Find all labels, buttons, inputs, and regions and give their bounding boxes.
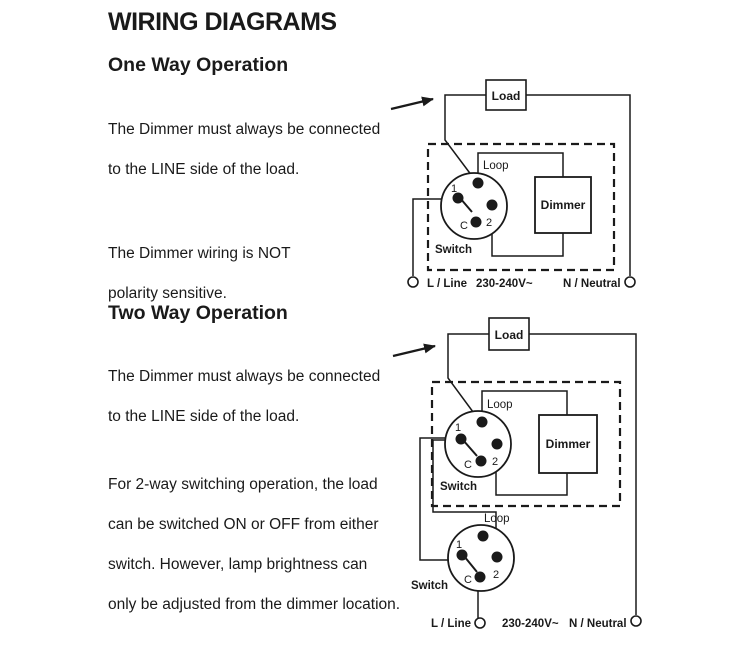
- one-way-switch-housing: [440, 172, 508, 240]
- two-way-arrow: [392, 343, 436, 358]
- one-way-diagram: [390, 79, 636, 288]
- one-way-terminal-2: [486, 199, 498, 211]
- switching-note-line-3: switch. However, lamp brightness can: [108, 556, 368, 573]
- two-way-note: The Dimmer must always be connected to t…: [108, 347, 380, 447]
- one-way-load-label: Load: [492, 89, 521, 103]
- two-way-dimmer-box: [538, 414, 598, 474]
- one-way-voltage-label: 230-240V~: [476, 278, 533, 290]
- one-way-line-label: L / Line: [427, 278, 467, 290]
- switching-note-line-2: can be switched ON or OFF from either: [108, 516, 379, 533]
- two-way-terminal-c-label: C: [464, 459, 472, 471]
- polarity-note-line-2: polarity sensitive.: [108, 285, 227, 302]
- switching-note-line-1: For 2-way switching operation, the load: [108, 476, 378, 493]
- two-way-switch-label-2: Switch: [411, 580, 448, 592]
- two-way-second-switch-housing: [447, 524, 515, 592]
- two-way-dimmer-switch-housing: [444, 410, 512, 478]
- two-way-terminal-2: [491, 438, 503, 450]
- two-way-load-label: Load: [495, 328, 524, 342]
- one-way-dimmer-label: Dimmer: [541, 198, 586, 212]
- polarity-note: The Dimmer wiring is NOT polarity sensit…: [108, 224, 291, 324]
- two-way-neutral-terminal: [630, 615, 642, 627]
- page-title: WIRING DIAGRAMS: [108, 8, 337, 36]
- second-switch-terminal-loop: [477, 530, 489, 542]
- polarity-note-line-1: The Dimmer wiring is NOT: [108, 245, 291, 262]
- one-way-enclosure: [426, 142, 616, 272]
- two-way-diagram: [392, 317, 642, 629]
- one-way-loop-label: Loop: [483, 160, 509, 172]
- one-way-note-line-1: The Dimmer must always be connected: [108, 121, 381, 138]
- one-way-dimmer-box: [534, 176, 592, 234]
- one-way-terminal-1: [452, 192, 464, 204]
- switching-note-line-4: only be adjusted from the dimmer locatio…: [108, 596, 401, 613]
- two-way-wires: [419, 333, 637, 618]
- two-way-heading: Two Way Operation: [108, 302, 288, 324]
- two-way-loop-label-1: Loop: [487, 399, 513, 411]
- one-way-line-terminal: [407, 276, 419, 288]
- second-switch-terminal-2-label: 2: [493, 569, 499, 581]
- two-way-line-terminal: [474, 617, 486, 629]
- two-way-switching-note: For 2-way switching operation, the load …: [108, 455, 400, 635]
- one-way-note: The Dimmer must always be connected to t…: [108, 100, 380, 200]
- two-way-line-label: L / Line: [431, 618, 471, 630]
- two-way-note-line-1: The Dimmer must always be connected: [108, 368, 381, 385]
- two-way-switch-label-1: Switch: [440, 481, 477, 493]
- one-way-terminal-c: [470, 216, 482, 228]
- two-way-voltage-label: 230-240V~: [502, 618, 559, 630]
- one-way-switch-label: Switch: [435, 244, 472, 256]
- two-way-terminal-loop: [476, 416, 488, 428]
- one-way-terminal-2-label: 2: [486, 217, 492, 229]
- one-way-terminal-loop: [472, 177, 484, 189]
- two-way-enclosure: [430, 380, 622, 508]
- second-switch-terminal-1-label: 1: [456, 539, 462, 551]
- two-way-loop-label-2: Loop: [484, 513, 510, 525]
- two-way-terminal-2-label: 2: [492, 456, 498, 468]
- one-way-labels: Load Loop Dimmer 1 2 C Switch L / Line 2…: [427, 89, 621, 290]
- one-way-terminal-1-label: 1: [451, 183, 457, 195]
- second-switch-terminal-2: [491, 551, 503, 563]
- one-way-terminal-c-label: C: [460, 220, 468, 232]
- two-way-terminal-1-label: 1: [455, 422, 461, 434]
- two-way-terminal-c: [475, 455, 487, 467]
- one-way-note-line-2: to the LINE side of the load.: [108, 161, 300, 178]
- two-way-labels: Load Loop Dimmer 1 2 C Switch Loop 1 2 C…: [411, 328, 627, 630]
- one-way-arrow: [390, 96, 434, 111]
- one-way-heading: One Way Operation: [108, 54, 289, 76]
- two-way-note-line-2: to the LINE side of the load.: [108, 408, 300, 425]
- second-switch-terminal-c-label: C: [464, 574, 472, 586]
- one-way-neutral-terminal: [624, 276, 636, 288]
- second-switch-terminal-c: [474, 571, 486, 583]
- two-way-neutral-label: N / Neutral: [569, 618, 627, 630]
- one-way-neutral-label: N / Neutral: [563, 278, 621, 290]
- two-way-dimmer-label: Dimmer: [546, 437, 591, 451]
